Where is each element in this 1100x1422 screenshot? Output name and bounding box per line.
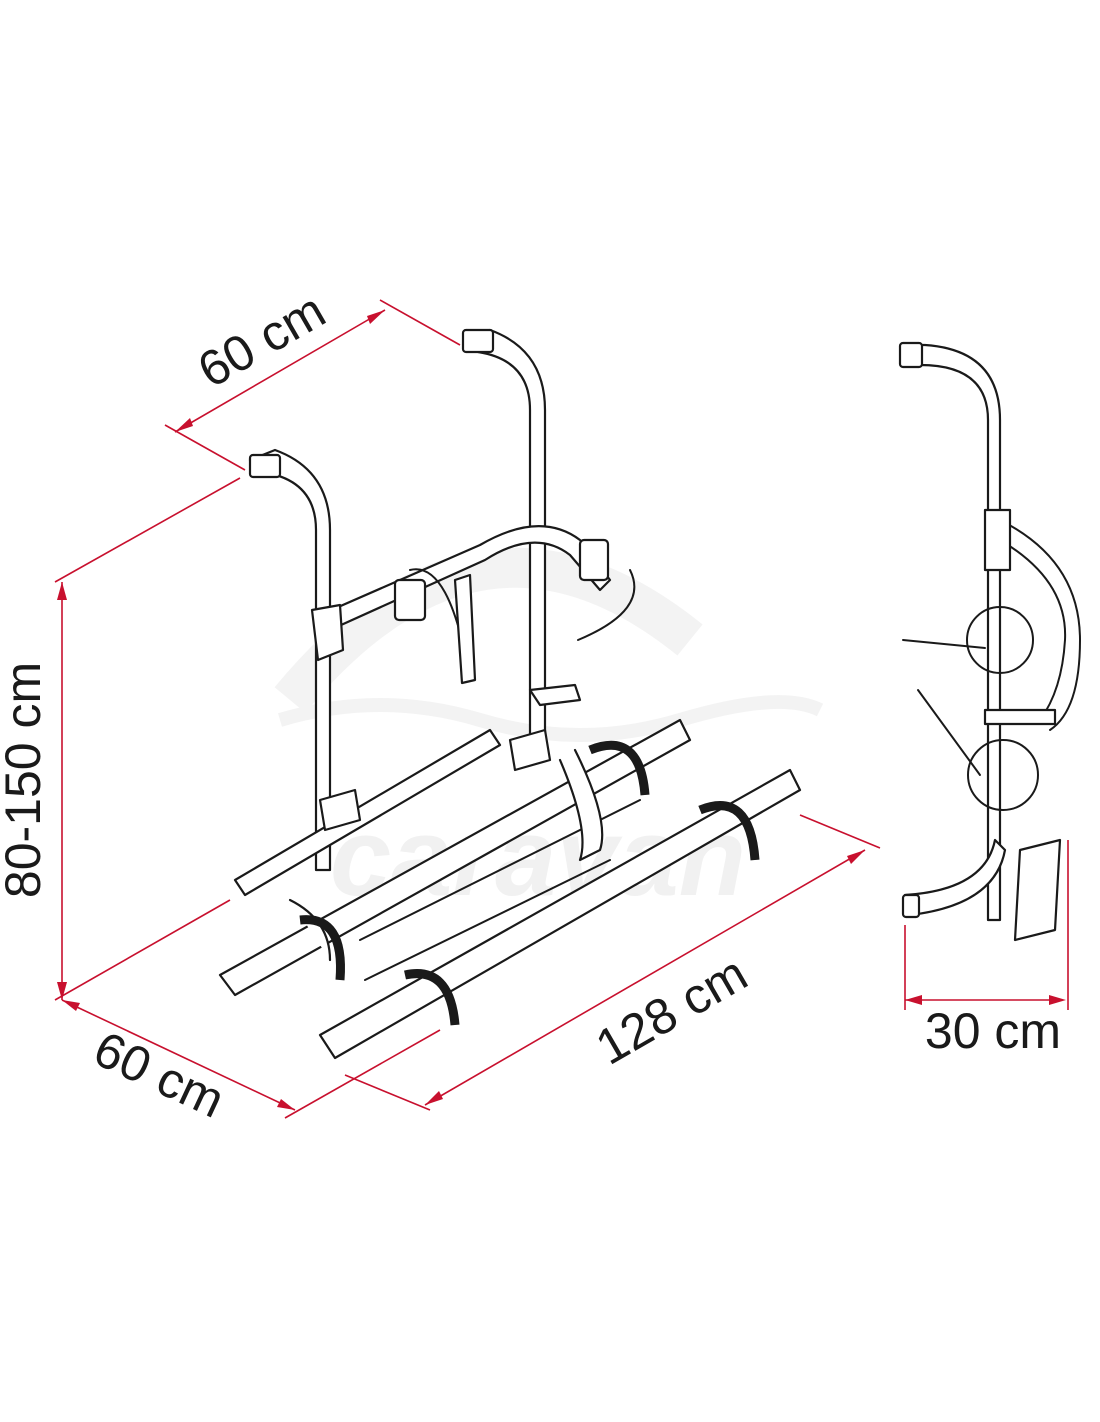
dimension-side-depth: 30 cm — [925, 1003, 1061, 1059]
dimension-height: 80-150 cm — [0, 662, 51, 898]
dimension-lines — [54, 299, 1069, 1119]
dimension-bottom-depth: 60 cm — [86, 1020, 233, 1128]
rack-front-view — [218, 328, 802, 1060]
rack-side-view — [898, 341, 1082, 942]
watermark: caravan — [274, 547, 824, 919]
dimension-length: 128 cm — [586, 945, 756, 1075]
